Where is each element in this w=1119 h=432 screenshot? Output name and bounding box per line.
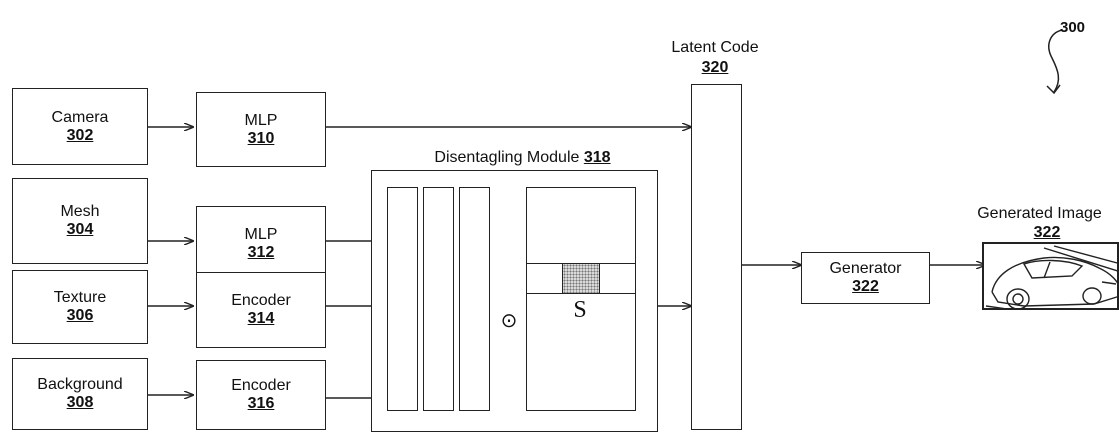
generated-image-frame [982,242,1119,310]
latent-code-ref: 320 [690,58,740,77]
mlp-310-ref: 310 [248,130,275,148]
mlp-312-label: MLP [245,226,278,244]
encoder-314-box: Encoder 314 [196,272,326,348]
camera-ref: 302 [67,127,94,145]
s-matrix-label: S [560,296,600,324]
s-matrix-highlight-cell [562,263,600,294]
disentangling-title: Disentagling Module 318 [380,148,665,167]
latent-code-bar [691,84,742,430]
feature-column-2 [423,187,454,411]
figure-number: 300 [1060,18,1100,37]
background-ref: 308 [67,394,94,412]
hadamard-operator: ⊙ [497,312,521,331]
camera-label: Camera [52,109,109,127]
figure-ref-leader [1049,30,1062,92]
disentangling-title-text: Disentagling Module [434,149,579,166]
background-input-box: Background 308 [12,358,148,430]
texture-label: Texture [54,289,106,307]
generator-label: Generator [829,260,901,278]
generator-box: Generator 322 [801,252,930,304]
latent-code-title: Latent Code [640,38,790,57]
encoder-316-label: Encoder [231,377,291,395]
mlp-310-box: MLP 310 [196,92,326,167]
figure-ref-leader-head [1047,85,1060,93]
camera-input-box: Camera 302 [12,88,148,165]
encoder-316-box: Encoder 316 [196,360,326,430]
encoder-314-label: Encoder [231,292,291,310]
mlp-312-box: MLP 312 [196,206,326,281]
texture-input-box: Texture 306 [12,270,148,344]
feature-column-1 [387,187,418,411]
mesh-input-box: Mesh 304 [12,178,148,264]
feature-column-3 [459,187,490,411]
mlp-310-label: MLP [245,112,278,130]
car-icon [984,244,1119,310]
texture-ref: 306 [67,307,94,325]
disentangling-ref: 318 [584,149,611,166]
mesh-label: Mesh [60,203,99,221]
generator-ref: 322 [852,278,879,296]
generated-image-title: Generated Image [960,204,1119,223]
mesh-ref: 304 [67,221,94,239]
mlp-312-ref: 312 [248,244,275,262]
background-label: Background [37,376,122,394]
encoder-314-ref: 314 [248,310,275,328]
encoder-316-ref: 316 [248,395,275,413]
generated-image-ref: 322 [1022,223,1072,242]
